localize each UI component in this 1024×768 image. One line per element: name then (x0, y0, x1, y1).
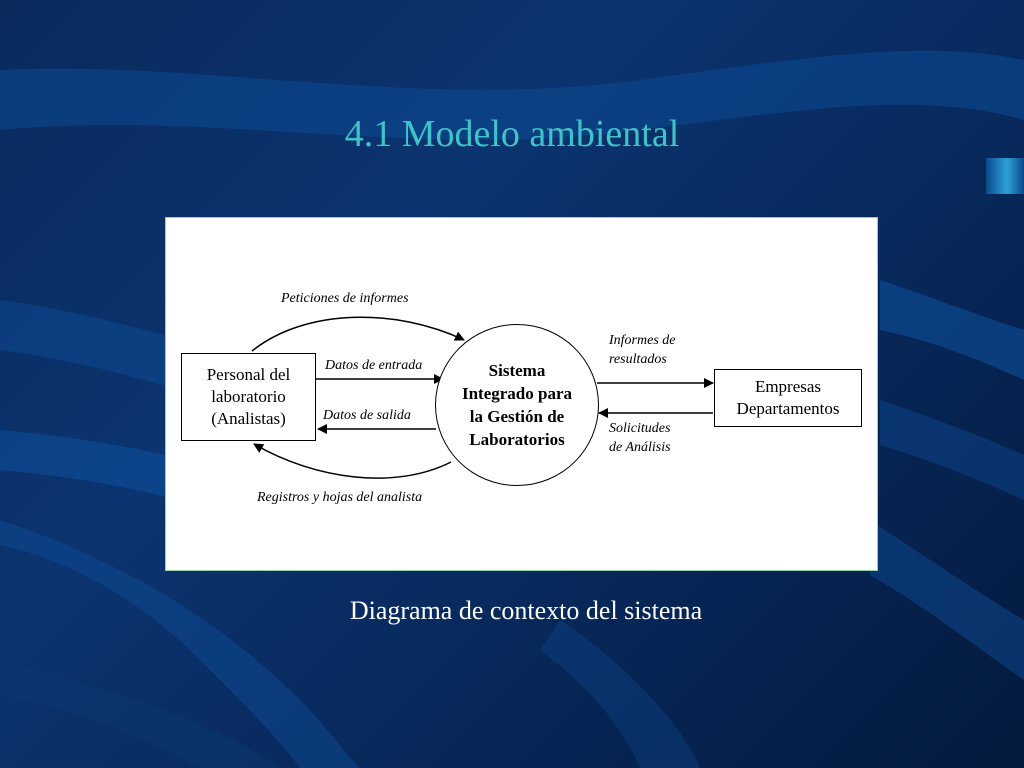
flow-peticiones-arrow (251, 316, 465, 352)
entity-label-line: Personal del (206, 365, 291, 384)
entity-personal-laboratorio: Personal del laboratorio (Analistas) (181, 353, 316, 441)
flow-label-solicitudes-2: de Análisis (609, 440, 671, 455)
flow-label-registros: Registros y hojas del analista (257, 490, 423, 505)
flow-arrows (251, 316, 714, 479)
slide-caption: Diagrama de contexto del sistema (349, 596, 703, 625)
process-label-line: Laboratorios (469, 430, 565, 449)
flow-label-datos-salida: Datos de salida (323, 408, 411, 423)
entity-label-line: (Analistas) (211, 409, 286, 428)
entity-empresas-departamentos: Empresas Departamentos (714, 369, 862, 427)
flow-label-informes-1: Informes de (609, 333, 676, 348)
process-label-line: la Gestión de (469, 407, 565, 426)
process-sistema: Sistema Integrado para la Gestión de Lab… (435, 324, 599, 486)
flow-label-informes-2: resultados (609, 352, 667, 367)
process-label-line: Sistema (488, 361, 546, 380)
diagram-panel: Personal del laboratorio (Analistas) Sis… (165, 217, 878, 571)
flow-registros-arrow (253, 443, 452, 479)
flow-label-datos-entrada: Datos de entrada (325, 358, 423, 373)
process-label-line: Integrado para (461, 384, 573, 403)
flow-label-peticiones: Peticiones de informes (281, 291, 409, 306)
entity-label-line: laboratorio (211, 387, 286, 406)
entity-label-line: Departamentos (736, 399, 840, 418)
decorative-tab (986, 158, 1024, 194)
slide-title: 4.1 Modelo ambiental (344, 113, 680, 155)
flow-label-solicitudes-1: Solicitudes (609, 421, 671, 436)
entity-label-line: Empresas (754, 377, 822, 396)
